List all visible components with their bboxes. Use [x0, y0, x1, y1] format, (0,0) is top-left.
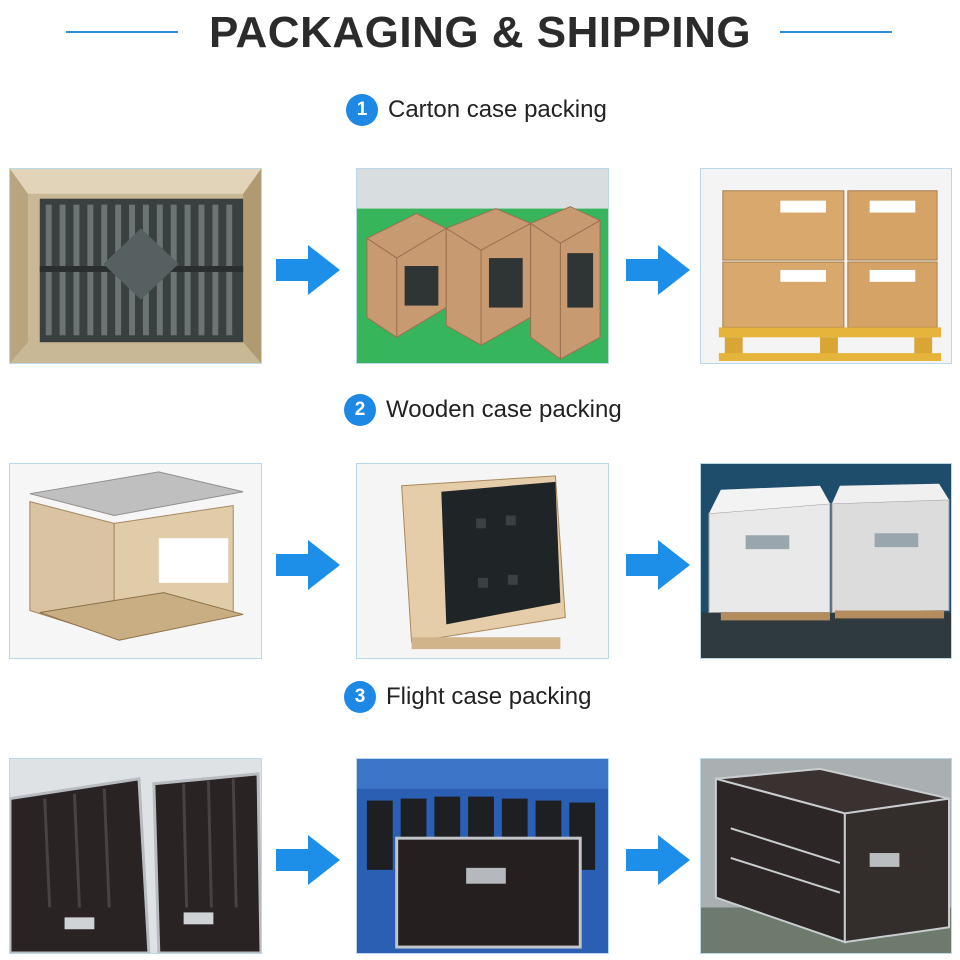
step-number-badge: 1 — [346, 94, 378, 126]
page-header: PACKAGING & SHIPPING — [0, 0, 960, 70]
section-heading-carton: 1 Carton case packing — [346, 94, 607, 126]
page-title: PACKAGING & SHIPPING — [208, 8, 752, 57]
header-divider-left — [66, 31, 178, 33]
section-heading-flight: 3 Flight case packing — [344, 681, 591, 713]
photo-carton-modules-in-box — [9, 168, 262, 364]
photo-open-flight-cases — [9, 758, 262, 954]
photo-open-cartons — [356, 168, 609, 364]
section-label: Flight case packing — [386, 683, 592, 710]
step-number-badge: 3 — [344, 681, 376, 713]
photo-screen-in-wooden-crate — [356, 463, 609, 659]
right-arrow-icon — [626, 835, 690, 885]
photo-flight-cases-warehouse — [700, 758, 952, 954]
right-arrow-icon — [626, 540, 690, 590]
photo-wooden-crate-open — [9, 463, 262, 659]
step-number-badge: 2 — [344, 394, 376, 426]
header-divider-right — [780, 31, 892, 33]
photo-cartons-on-pallet — [700, 168, 952, 364]
right-arrow-icon — [626, 245, 690, 295]
photo-wrapped-crates-warehouse — [700, 463, 952, 659]
right-arrow-icon — [276, 835, 340, 885]
section-label: Carton case packing — [388, 96, 607, 123]
section-heading-wooden: 2 Wooden case packing — [344, 394, 622, 426]
section-label: Wooden case packing — [386, 396, 622, 423]
right-arrow-icon — [276, 245, 340, 295]
right-arrow-icon — [276, 540, 340, 590]
photo-modules-in-flight-case — [356, 758, 609, 954]
